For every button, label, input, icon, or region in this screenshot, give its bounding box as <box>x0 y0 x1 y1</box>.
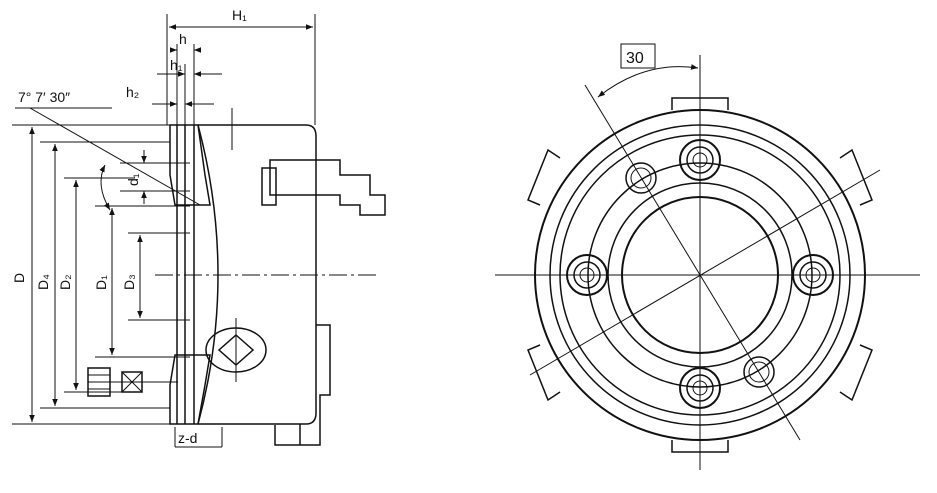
dimension-d1: d₁ <box>120 150 190 204</box>
label-D4: D₄ <box>35 274 51 290</box>
label-angle: 7° 7′ 30″ <box>18 89 70 105</box>
label-H1: H₁ <box>232 7 247 23</box>
dimension-D3: D₃ <box>121 235 143 318</box>
bolt-bottom <box>679 367 721 409</box>
dimension-h1: h₁ <box>157 57 222 125</box>
label-h: h <box>179 31 187 47</box>
jaw-slot-right-bottom <box>839 344 873 402</box>
label-angle-30: 30 <box>626 50 644 67</box>
aux-hole-lower-right <box>743 356 775 388</box>
jaw-slot-left-top <box>527 148 561 206</box>
angle-arrow-icon <box>99 164 111 211</box>
dimension-D2: D₂ <box>57 180 79 390</box>
front-view: 30 <box>495 43 920 470</box>
dimension-D4: D₄ <box>35 144 58 406</box>
bolt-left <box>566 254 608 296</box>
dimension-h: h <box>170 31 201 125</box>
diagonal-line-2 <box>529 169 881 376</box>
label-zd: z-d <box>178 430 197 446</box>
dimension-h2: h₂ <box>126 84 214 107</box>
dimension-zd: z-d <box>174 427 223 448</box>
jaw-slot-right-top <box>839 148 873 206</box>
bolt-right <box>792 254 834 296</box>
mounting-screw-icon <box>87 367 178 397</box>
label-d1: d₁ <box>125 173 141 186</box>
label-h1: h₁ <box>170 57 183 73</box>
dimension-D1: D₁ <box>93 208 115 355</box>
angle-arrow-icon <box>597 64 699 98</box>
label-D3: D₃ <box>121 274 137 290</box>
angle-30-annotation: 30 <box>597 43 699 98</box>
bolt-top <box>679 139 721 181</box>
label-D2: D₂ <box>57 274 73 290</box>
label-D: D <box>11 273 27 283</box>
chuck-body-section <box>87 108 386 446</box>
dimension-D: D <box>11 127 35 422</box>
side-view: H₁ h h₁ h₂ 7° 7′ 30″ <box>11 7 386 448</box>
label-h2: h₂ <box>126 84 139 100</box>
dimension-H1: H₁ <box>166 7 316 125</box>
aux-hole-upper-left <box>625 162 657 194</box>
jaw-slot-left-bottom <box>527 344 561 402</box>
label-D1: D₁ <box>93 275 109 290</box>
